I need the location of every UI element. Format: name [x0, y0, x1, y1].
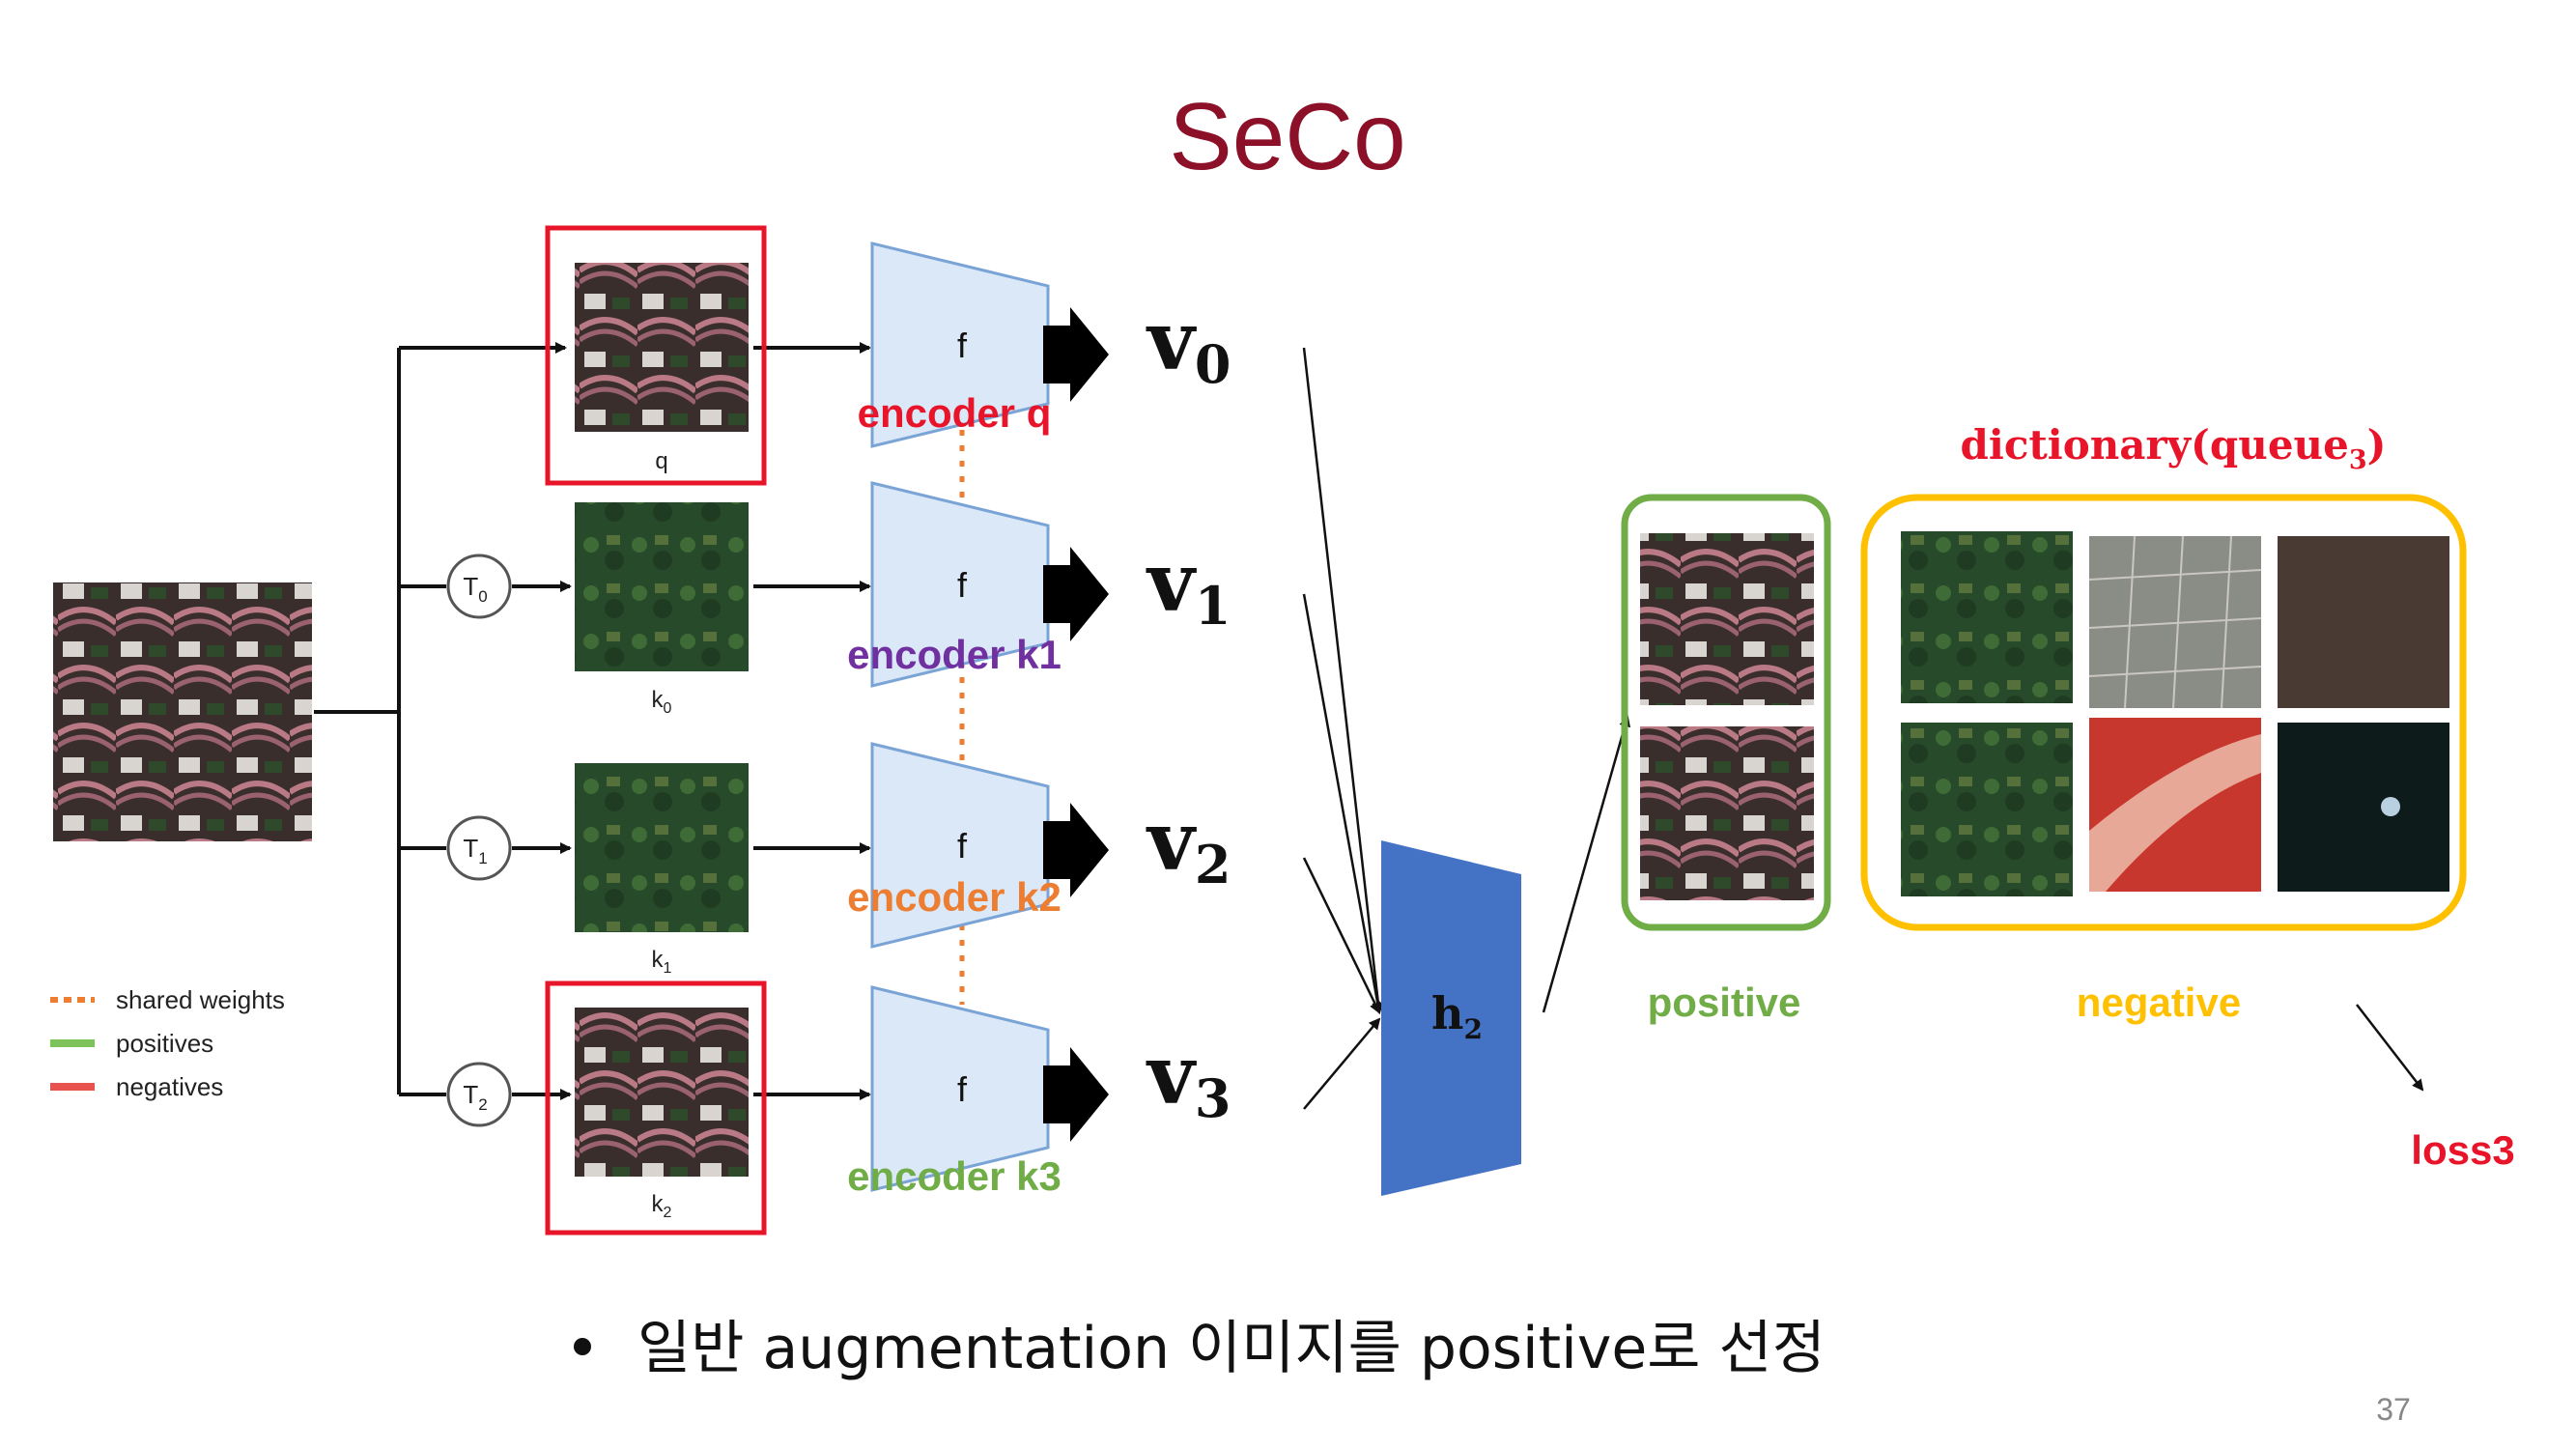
svg-text:T1: T1 — [463, 834, 487, 867]
block-arrows — [1043, 307, 1109, 1142]
vector-v1: v1 — [1146, 534, 1231, 637]
encoder-label-k2: encoder k2 — [847, 874, 1062, 920]
view-image-k1: k1 — [575, 763, 749, 977]
negative-image-1 — [1901, 531, 2073, 703]
loss-label: loss3 — [2411, 1127, 2514, 1173]
positive-group — [1621, 494, 1831, 931]
legend: shared weights positives negatives — [50, 985, 285, 1101]
svg-text:T2: T2 — [463, 1080, 487, 1114]
vector-v0: v0 — [1146, 293, 1231, 395]
projection-head-h2: h2 — [1381, 840, 1521, 1196]
highlight-box-k2 — [545, 980, 767, 1236]
negative-image-6-spot — [2381, 797, 2400, 816]
svg-text:f: f — [957, 565, 968, 605]
page-number: 37 — [2376, 1392, 2411, 1427]
svg-text:f: f — [957, 326, 968, 365]
encoder-label-k3: encoder k3 — [847, 1153, 1062, 1199]
encoder-k3: f — [870, 985, 1050, 1192]
view-image-k2: k2 — [575, 1008, 749, 1221]
transform-t0: T0 — [446, 554, 512, 619]
branch-lines — [314, 342, 871, 1100]
dictionary-label: dictionary(queue3) — [1961, 421, 2387, 475]
legend-label-positives: positives — [116, 1029, 213, 1058]
negative-image-4 — [1901, 723, 2073, 896]
encoder-k2: f — [870, 742, 1050, 949]
svg-text:k2: k2 — [652, 1191, 672, 1221]
negative-label: negative — [2077, 980, 2241, 1025]
negative-image-2-grid — [2088, 535, 2262, 709]
svg-text:f: f — [957, 1069, 968, 1109]
view-image-k0: k0 — [575, 502, 749, 717]
positive-image-1 — [1640, 533, 1814, 705]
svg-text:q: q — [655, 448, 667, 474]
negative-image-3 — [2278, 536, 2449, 708]
transform-t1: T1 — [446, 815, 512, 881]
vector-v2: v2 — [1146, 793, 1231, 895]
encoder-label-q: encoder q — [858, 390, 1052, 436]
transform-t2: T2 — [446, 1062, 512, 1127]
legend-label-negatives: negatives — [116, 1072, 223, 1101]
bullet-text: 일반 augmentation 이미지를 positive로 선정 — [637, 1315, 1826, 1382]
svg-text:f: f — [957, 826, 968, 866]
svg-text:k0: k0 — [652, 687, 672, 717]
view-image-q: q — [575, 263, 749, 474]
encoder-q: f — [870, 242, 1050, 448]
legend-label-shared-weights: shared weights — [116, 985, 285, 1014]
positive-label: positive — [1648, 980, 1801, 1025]
loss-arrow — [2356, 1004, 2424, 1092]
negative-image-6 — [2278, 723, 2449, 892]
bullet-dot — [574, 1338, 591, 1355]
slide-title: SeCo — [1169, 83, 1405, 189]
vector-v3: v3 — [1146, 1027, 1231, 1129]
highlight-box-q — [545, 225, 767, 486]
encoder-k1: f — [870, 481, 1050, 688]
encoder-label-k1: encoder k1 — [847, 632, 1062, 677]
positive-image-2 — [1640, 726, 1814, 900]
svg-text:k1: k1 — [652, 947, 672, 977]
negative-group — [1860, 494, 2467, 931]
source-image — [53, 582, 312, 841]
svg-text:h2: h2 — [1431, 987, 1483, 1045]
head-input-arrows — [1302, 347, 1384, 1110]
negative-image-5-band — [2089, 734, 2261, 892]
svg-text:T0: T0 — [463, 572, 487, 606]
head-output-arrow — [1542, 715, 1631, 1013]
